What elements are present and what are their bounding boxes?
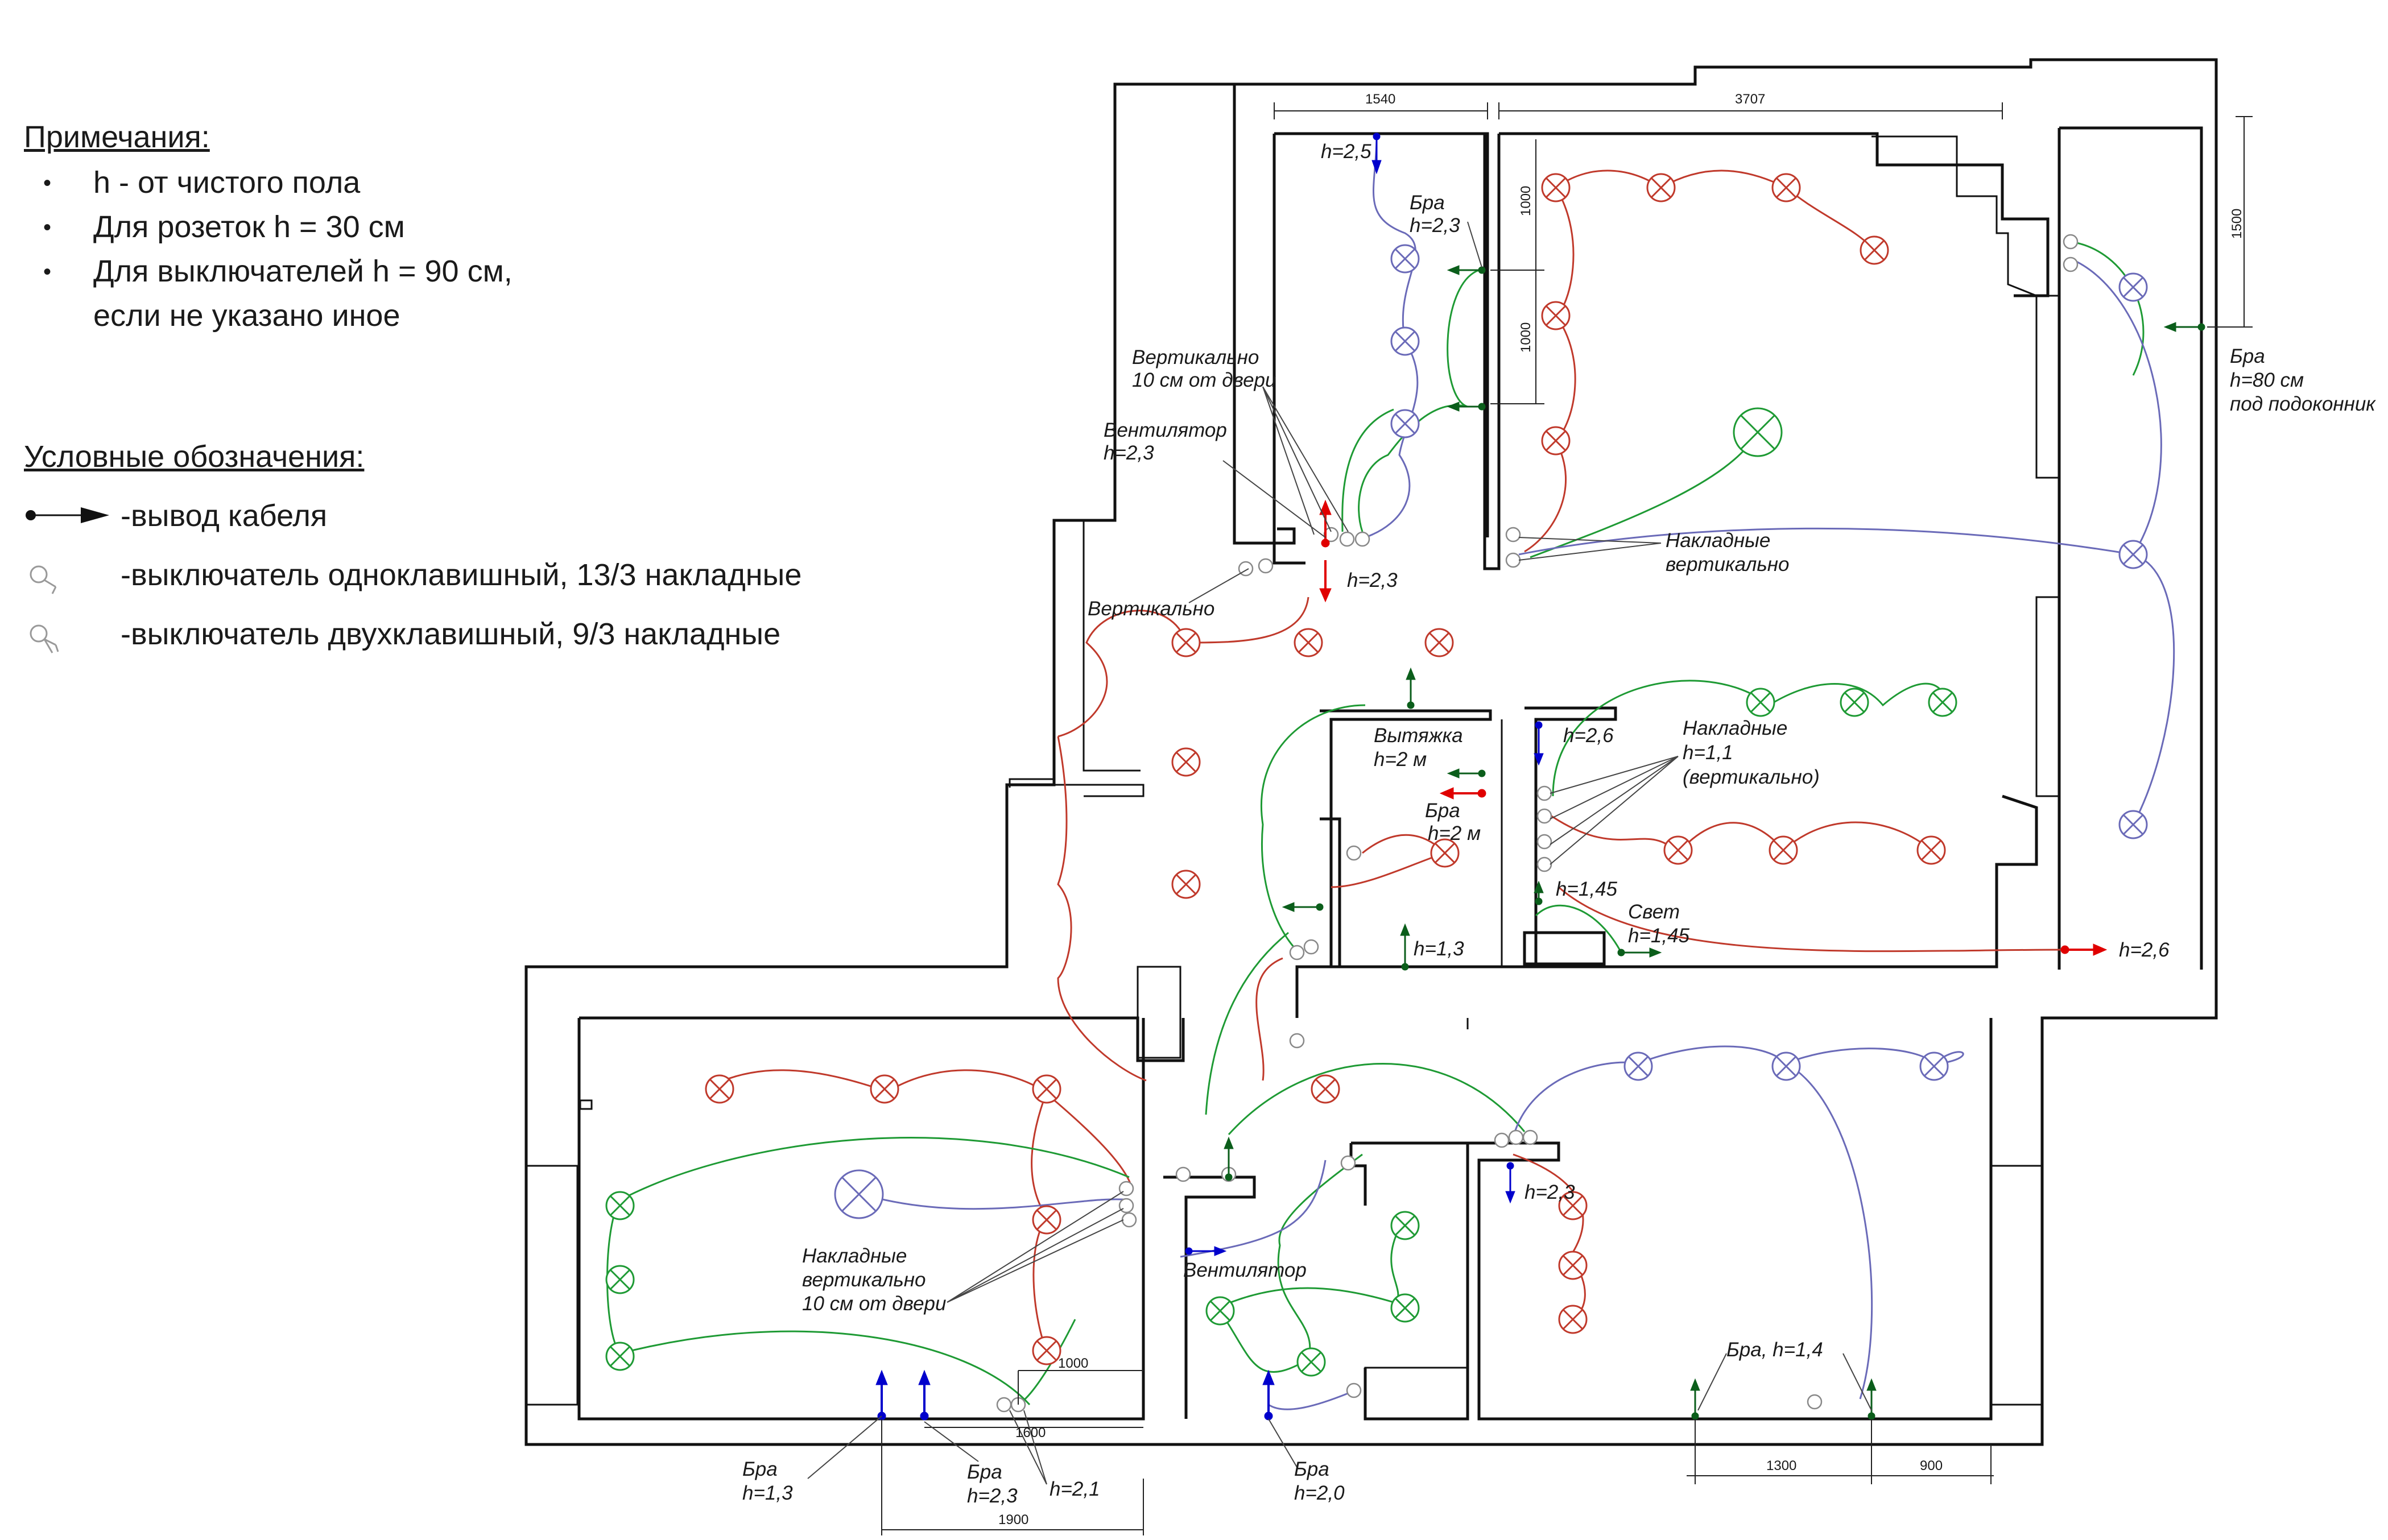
label-nakl-vert-a: Накладные	[1666, 529, 1770, 552]
legend-single-label: -выключатель одноклавишный, 13/3 накладн…	[121, 558, 802, 592]
label-bra20-b: h=2,0	[1294, 1482, 1345, 1504]
note-text: h - от чистого пола	[93, 165, 361, 200]
dim-1540: 1540	[1365, 92, 1395, 107]
label-nakl11-a: Накладные	[1683, 717, 1787, 739]
legend-title: Условные обозначения:	[24, 440, 365, 474]
bullet-icon: •	[43, 171, 52, 196]
label-bra80-b: h=80 см	[2230, 369, 2304, 391]
label-h21: h=2,1	[1050, 1478, 1100, 1500]
note-text: Для розеток h = 30 см	[93, 210, 405, 244]
label-svet-b: h=1,45	[1628, 925, 1690, 947]
note-item-1: • h - от чистого пола	[24, 165, 820, 209]
leader-lines	[807, 221, 1872, 1485]
label-bra13-a: Бра	[742, 1458, 778, 1480]
dimension-labels: 1540 3707 1000 1000 1500 1000 1600 1900 …	[998, 92, 2245, 1527]
label-bra13-b: h=1,3	[742, 1482, 793, 1504]
label-bra2-b: h=2 м	[1428, 822, 1481, 844]
label-bra20-a: Бра	[1294, 1458, 1329, 1480]
double-switch-icon	[30, 624, 59, 653]
dim-3707: 3707	[1735, 92, 1765, 107]
note-item-2: • Для розеток h = 30 см	[24, 209, 820, 254]
cable-outlets	[875, 133, 2205, 1421]
label-hood-a: Вытяжка	[1374, 725, 1463, 747]
dim-1900: 1900	[998, 1512, 1028, 1527]
dimension-lines	[881, 102, 2253, 1535]
bullet-icon: •	[43, 259, 52, 284]
label-h145: h=1,45	[1556, 878, 1618, 900]
legend-row-single: -выключатель одноклавишный, 13/3 накладн…	[24, 557, 820, 616]
label-bra80-a: Бра	[2230, 345, 2265, 367]
dim-1300: 1300	[1766, 1458, 1796, 1473]
label-bra2-a: Бра	[1425, 800, 1460, 822]
note-item-3: • Для выключателей h = 90 см,	[24, 254, 820, 298]
legend-cable-label: -вывод кабеля	[121, 499, 328, 533]
label-h26-k: h=2,6	[1563, 725, 1614, 747]
note-text: если не указано иное	[93, 299, 400, 333]
legend-row-cable: -вывод кабеля	[24, 498, 820, 557]
note-text: Для выключателей h = 90 см,	[93, 254, 513, 288]
cable-outlet-icon	[26, 507, 109, 523]
walls	[524, 58, 2218, 1446]
label-h13: h=1,3	[1414, 938, 1464, 960]
note-item-4: если не указано иное	[24, 298, 820, 342]
label-vert-door-a: Вертикально	[1132, 346, 1259, 369]
dim-1000b: 1000	[1518, 322, 1534, 353]
label-h23-bath: h=2,3	[1524, 1181, 1575, 1203]
label-nakl-bed-a: Накладные	[802, 1245, 907, 1267]
label-h23-hall: h=2,3	[1347, 569, 1398, 591]
label-bra23-bot-b: h=2,3	[967, 1485, 1018, 1507]
label-nakl11-c: (вертикально)	[1683, 766, 1820, 788]
label-nakl-bed-b: вертикально	[802, 1269, 926, 1291]
dim-1000c: 1000	[1058, 1356, 1088, 1371]
dim-900: 900	[1920, 1458, 1943, 1473]
dim-1600: 1600	[1015, 1425, 1046, 1440]
legend-row-double: -выключатель двухклавишный, 9/3 накладны…	[24, 616, 820, 676]
label-hood-b: h=2 м	[1374, 748, 1427, 771]
label-nakl11-b: h=1,1	[1683, 742, 1733, 764]
label-nakl-bed-c: 10 см от двери	[802, 1293, 946, 1315]
dim-1000a: 1000	[1518, 186, 1534, 216]
label-bra23-b: h=2,3	[1410, 214, 1460, 237]
label-h25: h=2,5	[1321, 140, 1371, 163]
label-vert-door-b: 10 см от двери	[1132, 369, 1276, 391]
label-bra80-c: под подоконник	[2230, 393, 2376, 415]
notes-title: Примечания:	[24, 120, 210, 154]
legend-block: Условные обозначения: -вывод кабеля -вык…	[24, 439, 820, 676]
bullet-icon: •	[43, 215, 52, 240]
label-nakl-vert-b: вертикально	[1666, 553, 1790, 576]
label-fan-a: Вентилятор	[1104, 419, 1227, 441]
label-bra23-bot-a: Бра	[967, 1461, 1002, 1483]
label-fan-b: h=2,3	[1104, 442, 1154, 464]
notes-block: Примечания: • h - от чистого пола • Для …	[24, 119, 820, 342]
plan-labels: h=2,5 Бра h=2,3 Вертикально 10 см от две…	[742, 140, 2376, 1507]
label-h26-r: h=2,6	[2119, 939, 2170, 961]
label-vert: Вертикально	[1088, 598, 1214, 620]
single-switch-icon	[30, 565, 57, 594]
label-bra-14: Бра, h=1,4	[1726, 1339, 1823, 1361]
legend-double-label: -выключатель двухклавишный, 9/3 накладны…	[121, 617, 781, 651]
label-svet-a: Свет	[1628, 901, 1680, 923]
wiring	[606, 136, 2175, 1410]
label-bra23-a: Бра	[1410, 192, 1445, 214]
label-fan2: Вентилятор	[1183, 1259, 1307, 1281]
lamps	[605, 173, 2148, 1377]
dim-1500: 1500	[2229, 209, 2245, 239]
